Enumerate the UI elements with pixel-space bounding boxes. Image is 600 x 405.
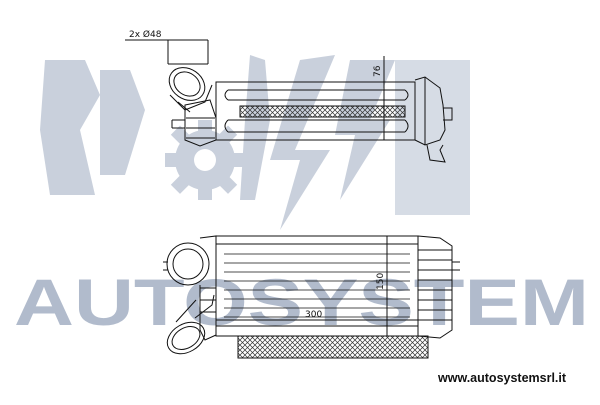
top-right-tank bbox=[414, 76, 446, 146]
front-inlet-pipe bbox=[163, 242, 210, 286]
front-width-label: 300 bbox=[305, 310, 322, 320]
front-view bbox=[163, 235, 460, 359]
front-bottom-support-hatch bbox=[237, 335, 429, 359]
front-right-tank bbox=[417, 235, 453, 339]
top-core-hatch bbox=[239, 105, 406, 118]
watermark-logo: AUTOSYSTEM bbox=[14, 55, 589, 339]
watermark-text: AUTOSYSTEM bbox=[14, 265, 589, 339]
front-right-fins bbox=[418, 249, 460, 321]
watermark-figure-icon bbox=[40, 55, 470, 230]
diameter-label: 2x Ø48 bbox=[129, 29, 162, 40]
website-url[interactable]: www.autosystemsrl.it bbox=[438, 371, 567, 385]
watermark-gear-icon bbox=[165, 120, 245, 200]
front-core-tubes bbox=[224, 253, 410, 318]
front-left-tank bbox=[199, 235, 217, 341]
top-core bbox=[215, 81, 416, 141]
front-height-label: 150 bbox=[376, 273, 386, 290]
front-outlet-pipe bbox=[166, 294, 215, 355]
top-height-label: 76 bbox=[373, 65, 383, 77]
top-inlet-pipe bbox=[168, 67, 213, 113]
top-view bbox=[125, 39, 453, 163]
top-right-bracket bbox=[426, 144, 446, 163]
